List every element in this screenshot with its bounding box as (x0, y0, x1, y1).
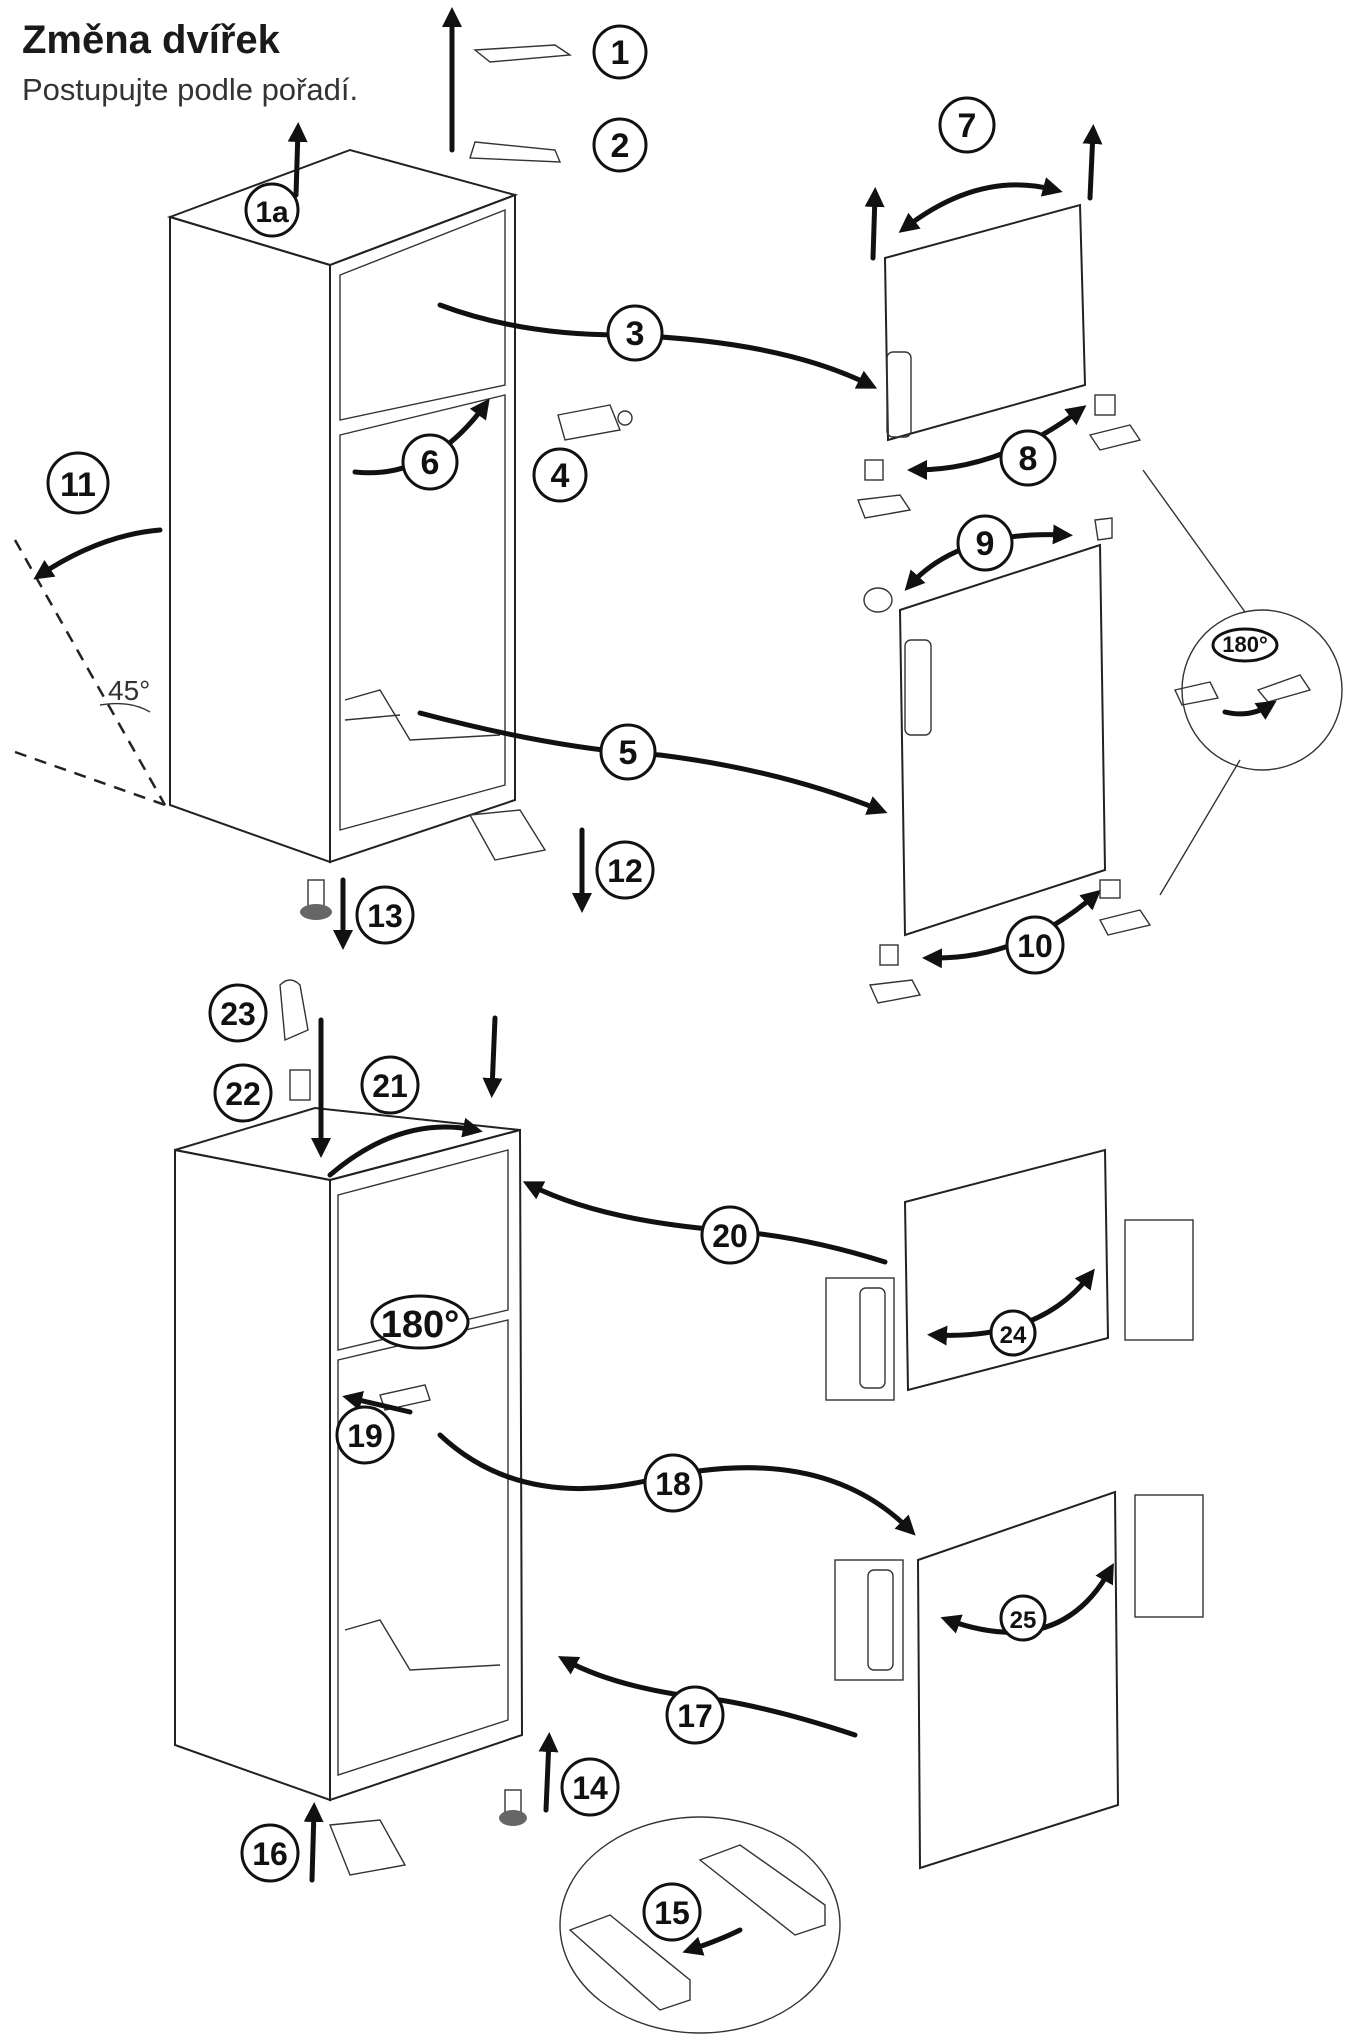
middle-hinge-part (557, 404, 633, 441)
rotate-label-small: 180° (1222, 632, 1268, 657)
svg-text:4: 4 (551, 457, 570, 495)
rotate-label-large: 180° (381, 1304, 460, 1346)
step-23: 23 (208, 983, 268, 1043)
top-cover-new (279, 979, 309, 1042)
fridge-door-hinge-parts (863, 517, 1152, 1004)
foot-new (499, 1789, 527, 1826)
step-9: 9 (956, 514, 1014, 572)
step-7: 7 (938, 96, 996, 154)
step-18: 18 (643, 1453, 703, 1513)
step-12: 12 (595, 840, 655, 900)
freezer-door-hinge-parts (857, 394, 1142, 519)
step-4: 4 (532, 447, 588, 503)
step-markers: 1 1a 2 3 4 5 6 7 8 9 10 11 12 13 14 15 1… (46, 24, 1065, 1942)
svg-text:3: 3 (626, 315, 645, 353)
step-1a: 1a (244, 182, 300, 238)
freezer-handle-old-position (825, 1277, 895, 1401)
step-20: 20 (700, 1205, 760, 1265)
rotate-callout (370, 1294, 470, 1350)
svg-text:20: 20 (712, 1218, 748, 1254)
fridge-door-old (898, 543, 1107, 937)
svg-text:22: 22 (225, 1076, 261, 1112)
svg-text:13: 13 (367, 898, 403, 934)
fridge-top (166, 148, 519, 864)
fridge-handle-old-position (834, 1559, 904, 1681)
bottom-hinge-callout (559, 1816, 841, 2034)
step-1: 1 (592, 24, 648, 80)
page-subtitle: Postupujte podle pořadí. (22, 72, 359, 107)
adjustable-foot (300, 879, 332, 920)
top-hinge-new (289, 1069, 311, 1101)
svg-text:1a: 1a (255, 196, 289, 229)
step-21: 21 (360, 1055, 420, 1115)
step-14: 14 (560, 1757, 620, 1817)
svg-text:17: 17 (677, 1698, 713, 1734)
step-16: 16 (240, 1823, 300, 1883)
top-cover-part (473, 44, 573, 63)
step-13: 13 (355, 885, 415, 945)
bottom-hinge-part (468, 809, 547, 861)
freezer-handle-new-position (1124, 1219, 1194, 1341)
step-15: 15 (642, 1882, 702, 1942)
svg-text:9: 9 (976, 525, 995, 563)
svg-text:2: 2 (611, 127, 630, 165)
bottom-hinge-new (329, 1819, 407, 1876)
svg-text:21: 21 (372, 1068, 408, 1104)
step-24: 24 (989, 1309, 1037, 1357)
step-17: 17 (665, 1685, 725, 1745)
fridge-handle-new-position (1134, 1494, 1204, 1618)
svg-text:23: 23 (220, 996, 256, 1032)
svg-text:11: 11 (60, 466, 96, 504)
step-6: 6 (401, 433, 459, 491)
freezer-door-new (903, 1148, 1110, 1392)
page-title: Změna dvířek (22, 18, 280, 62)
fridge-door-new (916, 1490, 1120, 1870)
svg-text:5: 5 (619, 734, 638, 772)
step-11: 11 (46, 451, 110, 515)
step-8: 8 (999, 429, 1057, 487)
svg-text:1: 1 (611, 34, 630, 72)
step-25: 25 (999, 1594, 1047, 1642)
hinge-detail-callout (1142, 469, 1343, 896)
svg-text:6: 6 (421, 444, 440, 482)
svg-text:10: 10 (1017, 928, 1053, 964)
angle-label: 45° (108, 675, 150, 706)
top-hinge-part (469, 141, 562, 163)
tilt-guide (13, 539, 167, 807)
step-10: 10 (1005, 915, 1065, 975)
svg-text:19: 19 (347, 1418, 383, 1454)
svg-text:16: 16 (252, 1836, 288, 1872)
svg-text:24: 24 (1000, 1322, 1027, 1349)
svg-text:12: 12 (607, 853, 643, 889)
svg-text:25: 25 (1010, 1607, 1037, 1634)
step-22: 22 (213, 1063, 273, 1123)
svg-text:18: 18 (655, 1466, 691, 1502)
step-2: 2 (592, 117, 648, 173)
svg-text:15: 15 (654, 1895, 690, 1931)
freezer-door-old (883, 203, 1087, 442)
svg-text:14: 14 (572, 1770, 608, 1806)
svg-text:8: 8 (1019, 440, 1038, 478)
step-5: 5 (599, 723, 657, 781)
step-19: 19 (335, 1405, 395, 1465)
svg-text:7: 7 (958, 107, 977, 145)
step-3: 3 (606, 304, 664, 362)
